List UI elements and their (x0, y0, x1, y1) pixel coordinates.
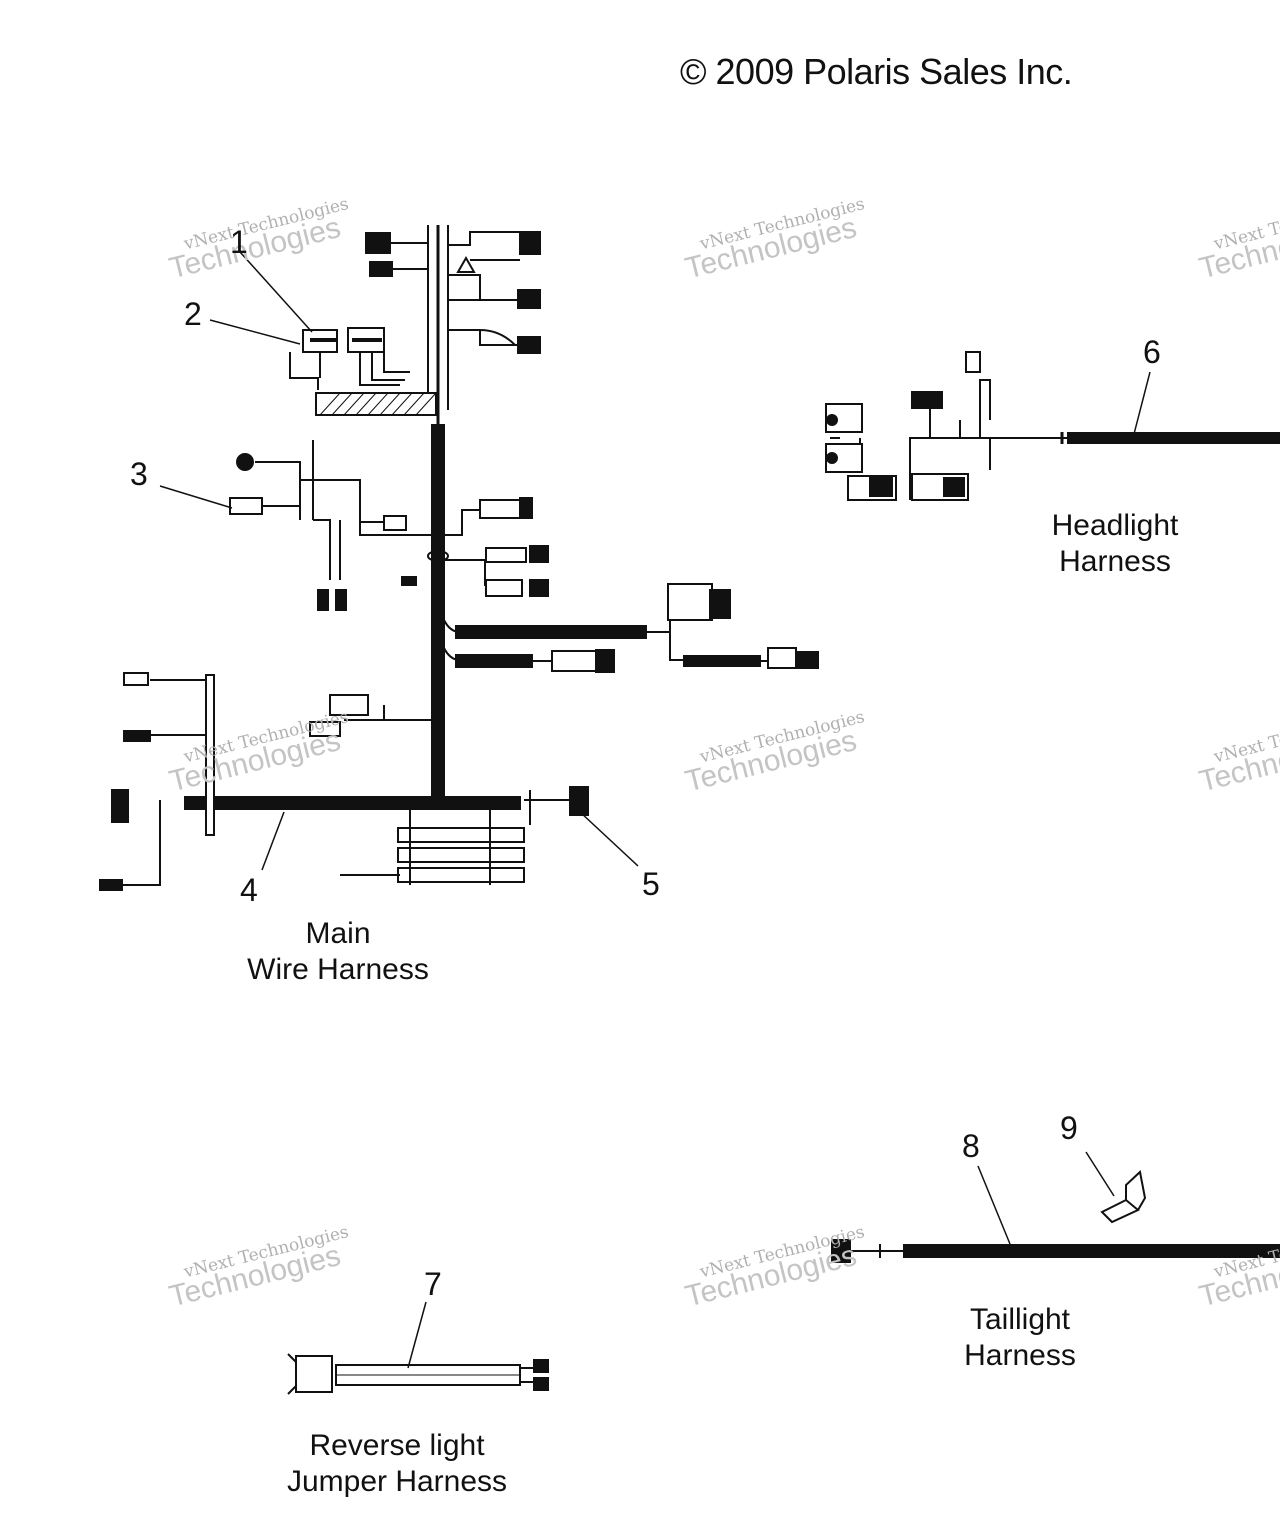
callout-9: 9 (1060, 1110, 1078, 1146)
callout-3: 3 (130, 456, 148, 492)
leader-lines (159, 251, 1151, 1369)
relay-connectors (289, 327, 410, 390)
taillight-main-wire (903, 1244, 1280, 1258)
clip-part (1100, 1170, 1147, 1224)
callout-2: 2 (184, 296, 202, 332)
taillight-harness-label-line1: Taillight (969, 1303, 1071, 1336)
main-horizontal-bar (184, 796, 521, 810)
trunk-left-connectors (309, 694, 432, 737)
reverse-light-jumper-harness (287, 1353, 549, 1395)
main-harness-label-line2: Wire Harness (247, 953, 429, 986)
bottom-loop-connectors (340, 786, 589, 885)
taillight-harness-label-line2: Harness (964, 1339, 1076, 1372)
callout-1: 1 (230, 224, 248, 260)
left-side-connectors (99, 672, 215, 891)
top-right-connectors (448, 231, 541, 354)
main-harness-label: Main Wire Harness (228, 916, 448, 988)
top-left-connectors (365, 232, 428, 277)
callout-6: 6 (1143, 334, 1161, 370)
headlight-harness-label-line1: Headlight (1051, 509, 1179, 542)
main-harness-label-line1: Main (305, 917, 371, 950)
callout-7: 7 (424, 1266, 442, 1302)
sensor-branch (229, 440, 449, 611)
headlight-harness-label: Headlight Harness (1020, 508, 1210, 580)
reverse-harness-label-line1: Reverse light (309, 1429, 485, 1462)
fuse-block (315, 392, 437, 416)
main-wire-harness (99, 225, 819, 891)
callout-4: 4 (240, 872, 258, 908)
long-right-branches (443, 583, 819, 673)
callout-8: 8 (962, 1128, 980, 1164)
headlight-harness (825, 351, 1280, 501)
taillight-harness (831, 1170, 1280, 1263)
headlight-harness-label-line2: Harness (1059, 545, 1171, 578)
main-trunk (431, 424, 445, 796)
trunk-right-connectors (401, 497, 549, 597)
reverse-harness-label-line2: Jumper Harness (286, 1465, 508, 1498)
callout-5: 5 (642, 866, 660, 902)
reverse-harness-label: Reverse light Jumper Harness (262, 1428, 532, 1500)
headlight-main-wire (1067, 432, 1280, 444)
copyright-notice: © 2009 Polaris Sales Inc. (680, 51, 1073, 92)
taillight-harness-label: Taillight Harness (930, 1302, 1110, 1374)
